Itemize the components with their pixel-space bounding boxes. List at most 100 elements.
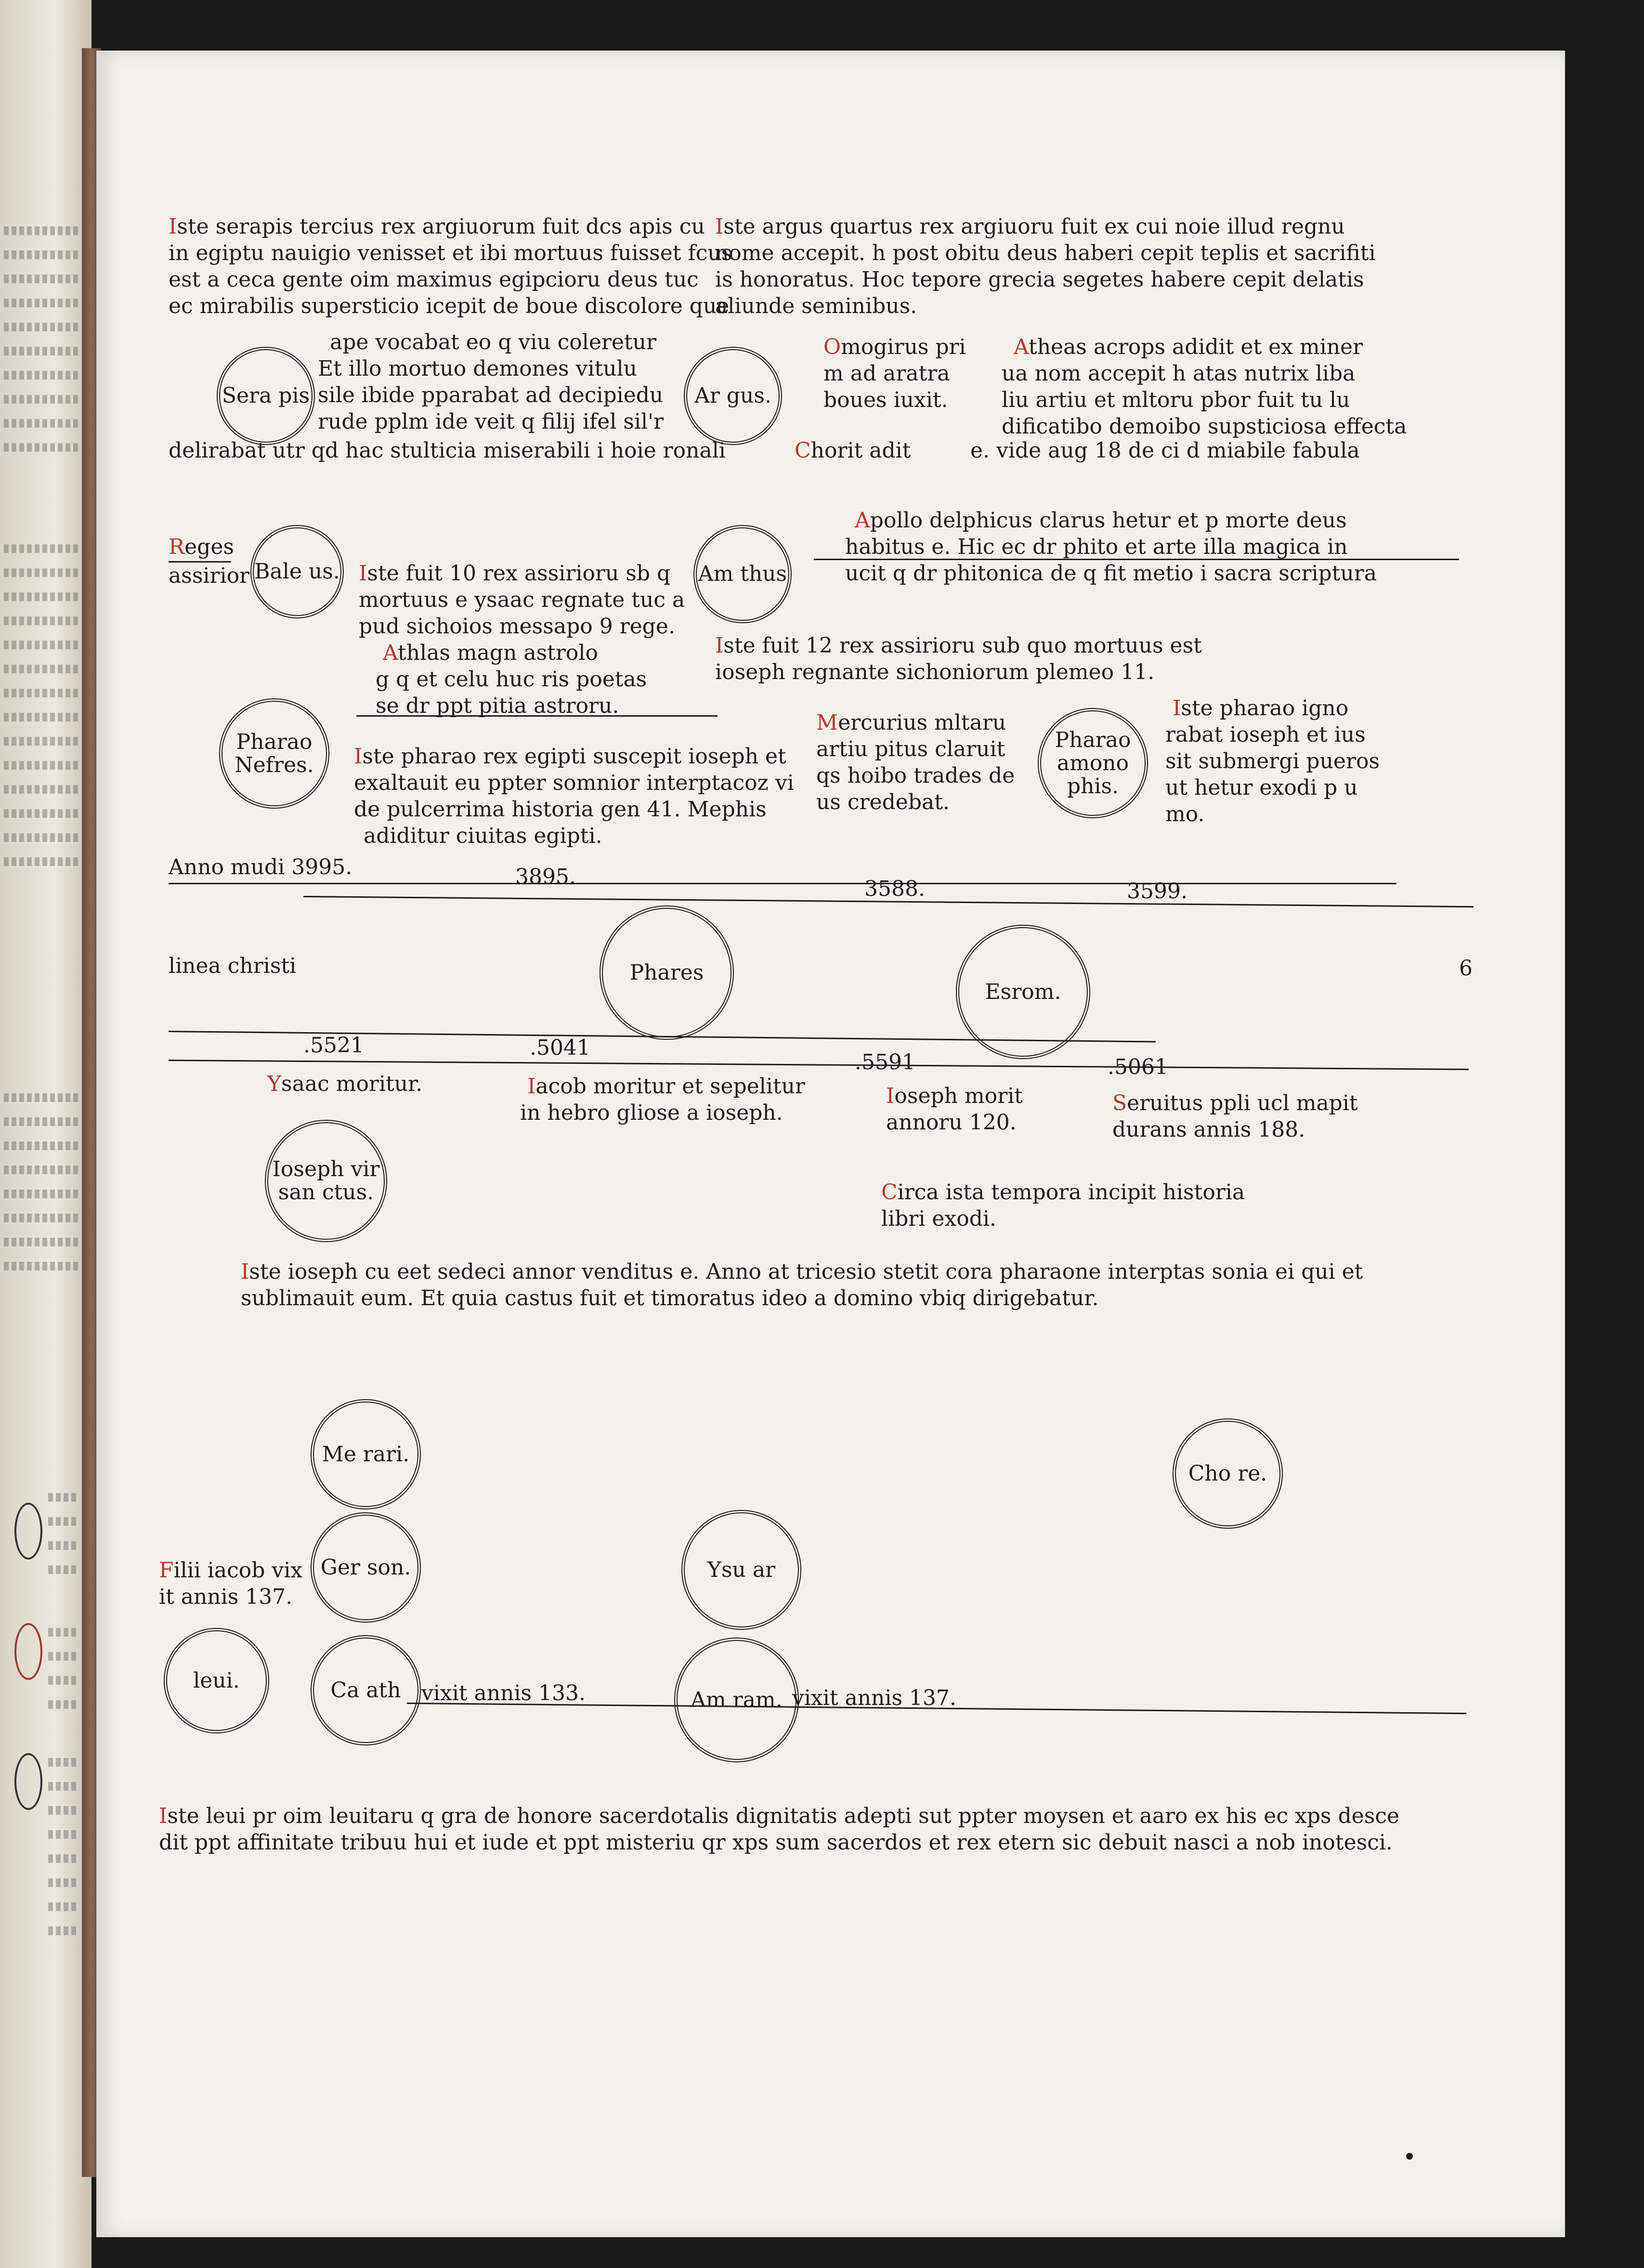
left-page-text (4, 665, 81, 673)
athlas-3: se dr ppt pitia astroru. (376, 694, 619, 718)
left-page-text (4, 641, 81, 649)
left-page-text (48, 1927, 77, 1935)
left-page-text (4, 371, 81, 380)
reges-rule (169, 561, 231, 563)
left-page-text (48, 1652, 77, 1661)
dates-rule-2 (168, 1060, 1469, 1070)
left-page-text (48, 1830, 77, 1839)
phares-circle: Phares (600, 905, 734, 1040)
left-page-text (4, 761, 81, 770)
left-page-text (48, 1676, 77, 1685)
ioseph-mort-2: annoru 120. (886, 1110, 1017, 1135)
serapis-last-line: delirabat utr qd hac stulticia miserabil… (169, 438, 726, 463)
caath-text: vixit annis 133. (421, 1681, 586, 1705)
chorit-text: Chorit adit (795, 438, 911, 463)
left-page-circle (14, 1753, 42, 1810)
left-page-text (4, 1190, 81, 1198)
pharao2-text-3: sit submergi pueros (1165, 749, 1380, 773)
amram-circle: Am ram. (674, 1638, 799, 1762)
argus-circle: Ar gus. (684, 347, 782, 445)
omogirus-3: boues iuxit. (823, 388, 948, 412)
left-page-text (48, 1517, 77, 1526)
left-page-text (48, 1782, 77, 1791)
mercurius-1: Mercurius mltaru (816, 710, 1006, 735)
chore-circle: Cho re. (1173, 1418, 1283, 1529)
apollo-rule (814, 559, 1459, 560)
pharao-nefres-circle: Pharao Nefres. (219, 698, 329, 809)
pharao2-text-2: rabat ioseph et ius (1165, 722, 1366, 747)
apollo-2: habitus e. Hic ec dr phito et arte illa … (845, 535, 1348, 559)
left-page-text (4, 275, 81, 283)
athlas-rule (356, 715, 718, 717)
left-page-text (48, 1902, 77, 1911)
left-page-circle (14, 1503, 42, 1560)
left-page-text (4, 833, 81, 842)
left-page-text (4, 299, 81, 307)
omogirus-2: m ad aratra (823, 361, 950, 386)
atheas-4: dificatibo demoibo supsticiosa effecta (1002, 414, 1407, 439)
aug-text: e. vide aug 18 de ci d miabile fabula (970, 438, 1360, 463)
serapis-line-1: Iste serapis tercius rex argiuorum fuit … (169, 214, 705, 239)
date-3: .5591 (855, 1050, 915, 1075)
gerson-circle: Ger son. (311, 1512, 421, 1623)
left-page-text (4, 443, 81, 452)
year-date-2: 3588. (864, 877, 925, 901)
baleus-text-2: mortuus e ysaac regnate tuc a (359, 588, 685, 612)
iacob-event-1: Iacob moritur et sepelitur (527, 1074, 805, 1099)
left-page-text (4, 544, 81, 553)
bottom-para-2: dit ppt affinitate tribuu hui et iude et… (159, 1830, 1393, 1855)
left-page-text (48, 1493, 77, 1502)
serapis-side-4: rude pplm ide veit q filij ifel sil'r (318, 409, 664, 434)
left-page-text (48, 1700, 77, 1709)
year-rule-1 (169, 883, 1396, 884)
seruitus-1: Seruitus ppli ucl mapit (1112, 1091, 1358, 1115)
margin-mark: 6 (1459, 956, 1473, 981)
left-page-text (4, 226, 81, 235)
left-page-text (48, 1854, 77, 1863)
iacob-event-2: in hebro gliose a ioseph. (520, 1101, 783, 1125)
left-page-text (48, 1758, 77, 1767)
left-page-text (48, 1565, 77, 1574)
year-date-1: 3895. (515, 865, 576, 889)
ioseph-circle: Ioseph vir san ctus. (265, 1120, 387, 1242)
left-page-text (4, 785, 81, 794)
left-page-circle (14, 1623, 42, 1680)
circa-2: libri exodi. (881, 1206, 996, 1231)
pharao2-text-1: Iste pharao igno (1173, 696, 1349, 721)
pharao-text-3: de pulcerrima historia gen 41. Mephis (354, 797, 767, 822)
merari-circle: Me rari. (311, 1399, 421, 1509)
left-page-text (4, 1166, 81, 1174)
pharao2-text-5: mo. (1165, 802, 1205, 826)
ysaac-event: Ysaac moritur. (267, 1072, 423, 1096)
date-2: .5041 (530, 1036, 590, 1060)
leui-circle: leui. (164, 1628, 269, 1733)
left-page-text (4, 1141, 81, 1150)
esrom-circle: Esrom. (956, 925, 1090, 1059)
ysuar-circle: Ysu ar (681, 1510, 801, 1630)
baleus-text-3: pud sichoios messapo 9 rege. (359, 614, 675, 639)
linea-christi-label: linea christi (169, 954, 297, 978)
reges-label: Reges (169, 535, 234, 559)
left-page-text (4, 1093, 81, 1102)
left-page-text (4, 1262, 81, 1271)
iste12-2: ioseph regnante sichoniorum plemeo 11. (715, 660, 1155, 684)
left-page-text (4, 689, 81, 697)
serapis-line-4: ec mirabilis supersticio icepit de boue … (169, 294, 730, 318)
pharao-amonophis-circle: Pharao amono phis. (1038, 708, 1148, 818)
atheas-3: liu artiu et mltoru pbor fuit tu lu (1002, 388, 1350, 412)
serapis-side-2: Et illo mortuo demones vitulu (318, 356, 637, 381)
mercurius-3: qs hoibo trades de (816, 763, 1015, 788)
left-page-text (48, 1878, 77, 1887)
left-page-text (4, 323, 81, 331)
omogirus-1: Omogirus pri (823, 335, 966, 359)
argus-line-4: aliunde seminibus. (715, 294, 917, 318)
bottom-para-1: Iste leui pr oim leuitaru q gra de honor… (159, 1804, 1399, 1828)
left-page (0, 0, 91, 2268)
argus-line-1: Iste argus quartus rex argiuoru fuit ex … (715, 214, 1345, 239)
left-page-text (4, 250, 81, 259)
baleus-circle: Bale us. (250, 525, 344, 618)
circa-1: Circa ista tempora incipit historia (881, 1180, 1245, 1205)
argus-line-2: nome accepit. h post obitu deus haberi c… (715, 241, 1376, 265)
pharao-text-4: adiditur ciuitas egipti. (364, 824, 602, 848)
left-page-text (4, 419, 81, 428)
